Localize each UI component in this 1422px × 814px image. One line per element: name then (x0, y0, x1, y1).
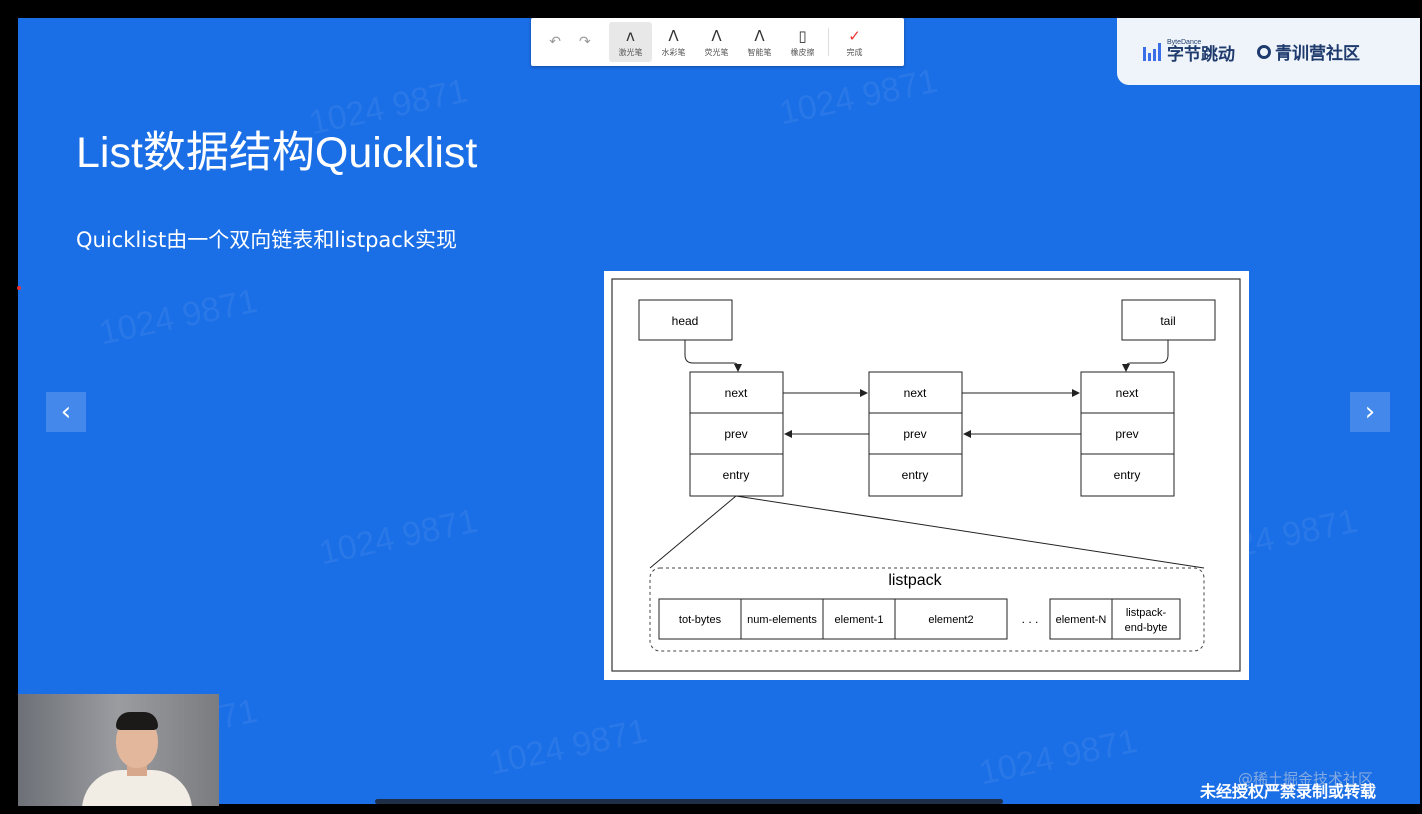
watermark: 1024 9871 (975, 721, 1141, 793)
done-label: 完成 (846, 47, 863, 57)
toolbar-divider (828, 28, 829, 56)
svg-text:tot-bytes: tot-bytes (679, 614, 722, 626)
done-button[interactable]: ✓ 完成 (833, 22, 876, 62)
undo-icon[interactable]: ↶ (549, 34, 561, 50)
head-arrow (684, 340, 742, 372)
svg-text:element-N: element-N (1056, 614, 1107, 626)
node-2: next prev entry (868, 371, 963, 497)
svg-text:next: next (904, 386, 927, 400)
svg-text:next: next (1116, 386, 1139, 400)
tool-smart-pen[interactable]: Λ 智能笔 (738, 22, 781, 62)
watermark: 1024 9871 (775, 61, 941, 133)
pointer-dot (17, 286, 21, 290)
quicklist-diagram: head tail next prev entry next prev entr… (604, 271, 1249, 680)
watercolor-pen-icon: Λ (668, 26, 679, 45)
tool-eraser[interactable]: ▯ 橡皮擦 (781, 22, 824, 62)
svg-text:entry: entry (1114, 468, 1141, 482)
listpack-title: listpack (888, 572, 942, 589)
next-slide-button[interactable]: › (1350, 392, 1390, 432)
expand-line-left (649, 495, 737, 569)
tool-label: 激光笔 (618, 47, 643, 57)
head-box: head (638, 299, 733, 341)
chevron-right-icon: › (1364, 397, 1376, 427)
diagram-frame (611, 278, 1241, 672)
tool-label: 智能笔 (747, 47, 772, 57)
bytedance-logo: ByteDance 字节跳动 (1143, 39, 1235, 64)
annotation-toolbar: ↶ ↷ ʌ 激光笔 Λ 水彩笔 Λ 荧光笔 Λ 智能笔 ▯ 橡皮擦 ✓ 完成 (531, 18, 904, 66)
laser-pen-icon: ʌ (626, 26, 635, 45)
svg-text:num-elements: num-elements (747, 614, 817, 626)
tool-label: 荧光笔 (704, 47, 729, 57)
svg-text:next: next (725, 386, 748, 400)
tail-arrow (1122, 340, 1169, 372)
bytedance-bars-icon (1143, 42, 1161, 61)
svg-text:element2: element2 (928, 614, 973, 626)
svg-text:entry: entry (723, 468, 750, 482)
copyright-notice: 未经授权严禁录制或转载 (1200, 782, 1377, 801)
watermark: 1024 9871 (95, 281, 261, 353)
ellipsis: . . . (1022, 612, 1039, 626)
bytedance-small-label: ByteDance (1167, 39, 1202, 46)
tool-laser-pen[interactable]: ʌ 激光笔 (609, 22, 652, 62)
tool-highlighter[interactable]: Λ 荧光笔 (695, 22, 738, 62)
slide-subtitle: Quicklist由一个双向链表和listpack实现 (76, 228, 457, 252)
prev-slide-button[interactable]: ‹ (46, 392, 86, 432)
brand-banner: ByteDance 字节跳动 青训营社区 (1117, 18, 1420, 85)
tail-box: tail (1121, 299, 1216, 341)
tool-label: 水彩笔 (661, 47, 686, 57)
camp-logo: 青训营社区 (1257, 39, 1360, 64)
listpack-cells: tot-bytes num-elements element-1 element… (658, 598, 1181, 640)
tool-label: 橡皮擦 (790, 47, 815, 57)
listpack-container (649, 567, 1205, 652)
svg-text:head: head (672, 314, 699, 328)
svg-text:prev: prev (1115, 427, 1138, 441)
svg-text:element-1: element-1 (835, 614, 884, 626)
slide-title: List数据结构Quicklist (76, 129, 478, 177)
tool-watercolor-pen[interactable]: Λ 水彩笔 (652, 22, 695, 62)
redo-icon[interactable]: ↷ (579, 34, 591, 50)
presenter-webcam (18, 694, 219, 806)
svg-text:prev: prev (724, 427, 747, 441)
bytedance-name: 字节跳动 (1167, 45, 1235, 65)
watermark: 1024 9871 (315, 501, 481, 573)
progress-scrollbar[interactable] (375, 799, 1003, 804)
watermark: 1024 9871 (485, 711, 651, 783)
node-1: next prev entry (689, 371, 784, 497)
expand-line-right (735, 495, 1205, 569)
juejin-watermark: @稀土掘金技术社区 (1238, 770, 1374, 788)
svg-text:prev: prev (903, 427, 926, 441)
checkmark-icon: ✓ (848, 26, 861, 45)
eraser-icon: ▯ (798, 26, 807, 45)
node-3: next prev entry (1080, 371, 1175, 497)
svg-text:entry: entry (902, 468, 929, 482)
svg-text:tail: tail (1160, 314, 1175, 328)
svg-text:end-byte: end-byte (1125, 622, 1168, 634)
svg-text:listpack-: listpack- (1126, 607, 1167, 619)
camp-ring-icon (1257, 44, 1271, 59)
chevron-left-icon: ‹ (60, 397, 72, 427)
smart-pen-icon: Λ (754, 26, 765, 45)
highlighter-icon: Λ (711, 26, 722, 45)
camp-name: 青训营社区 (1275, 44, 1360, 64)
